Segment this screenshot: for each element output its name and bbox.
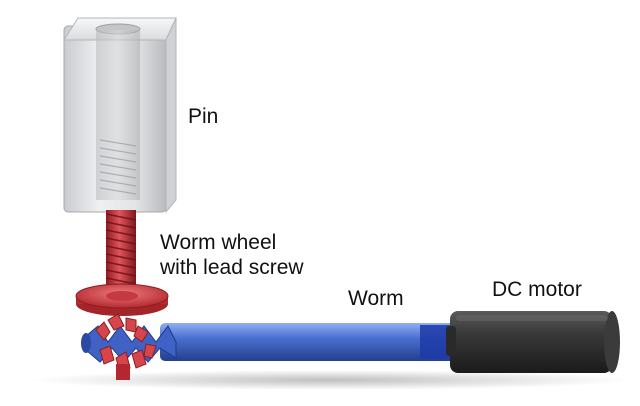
label-dc-motor: DC motor xyxy=(492,278,582,301)
label-worm: Worm xyxy=(348,287,404,310)
pin-housing xyxy=(63,17,177,214)
label-worm-wheel-line2: with lead screw xyxy=(160,256,304,279)
internal-thread xyxy=(99,139,137,195)
dc-motor xyxy=(446,311,620,373)
label-pin: Pin xyxy=(188,105,219,128)
label-worm-wheel-line1: Worm wheel xyxy=(160,231,277,254)
ground-shadow xyxy=(30,370,630,390)
worm-wheel xyxy=(75,283,169,380)
label-worm-wheel: Worm wheel with lead screw xyxy=(160,230,304,280)
